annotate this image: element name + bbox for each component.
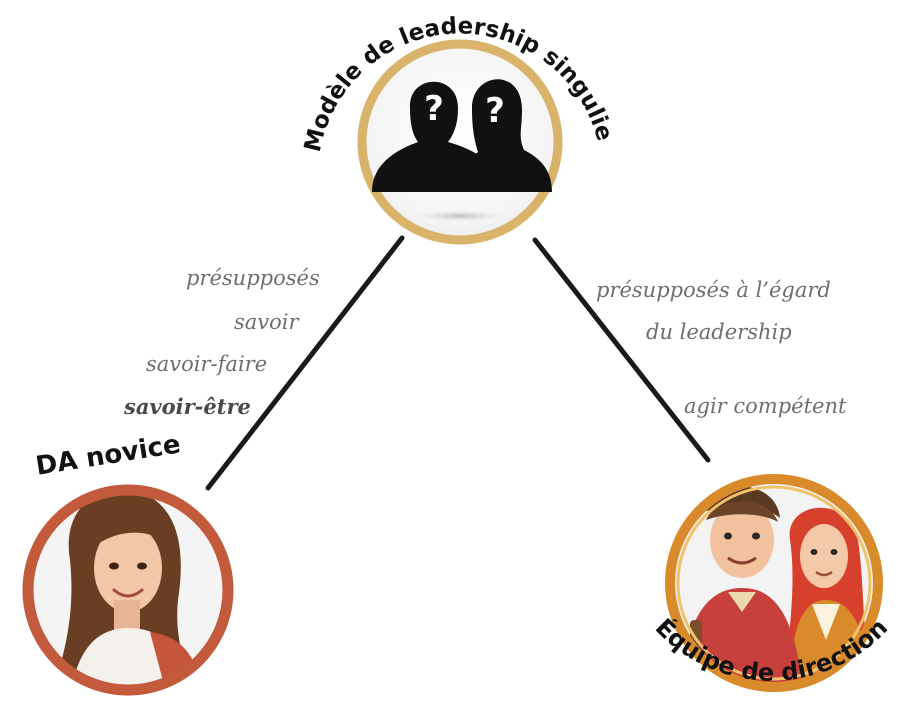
team-avatar [674, 483, 874, 683]
node-leadership-model: ? ? Modèle de leadership singulier [0, 0, 617, 245]
left-label-savoir-etre: savoir-être [124, 394, 251, 419]
node-team: Équipe de direction [650, 474, 893, 692]
question-mark-woman: ? [485, 91, 505, 131]
node-novice [22, 484, 234, 696]
right-label-presupposes-leadership-line1: présupposés à l’égard [596, 278, 831, 302]
left-label-savoir-faire: savoir-faire [146, 352, 268, 376]
connector-model-novice [205, 235, 405, 491]
node-novice-ring [22, 484, 234, 696]
question-mark-man: ? [424, 89, 444, 129]
right-label-presupposes-leadership-line2: du leadership [646, 320, 792, 344]
anonymous-people-icon: ? ? [372, 79, 552, 192]
node-team-ring [665, 474, 883, 692]
novice-woman-avatar [32, 494, 224, 686]
node-model-floor-shadow [400, 209, 520, 223]
left-label-presupposes: présupposés [186, 266, 320, 290]
left-label-savoir: savoir [234, 310, 299, 334]
connector-model-team [532, 237, 711, 463]
right-label-agir-competent: agir compétent [684, 394, 847, 418]
